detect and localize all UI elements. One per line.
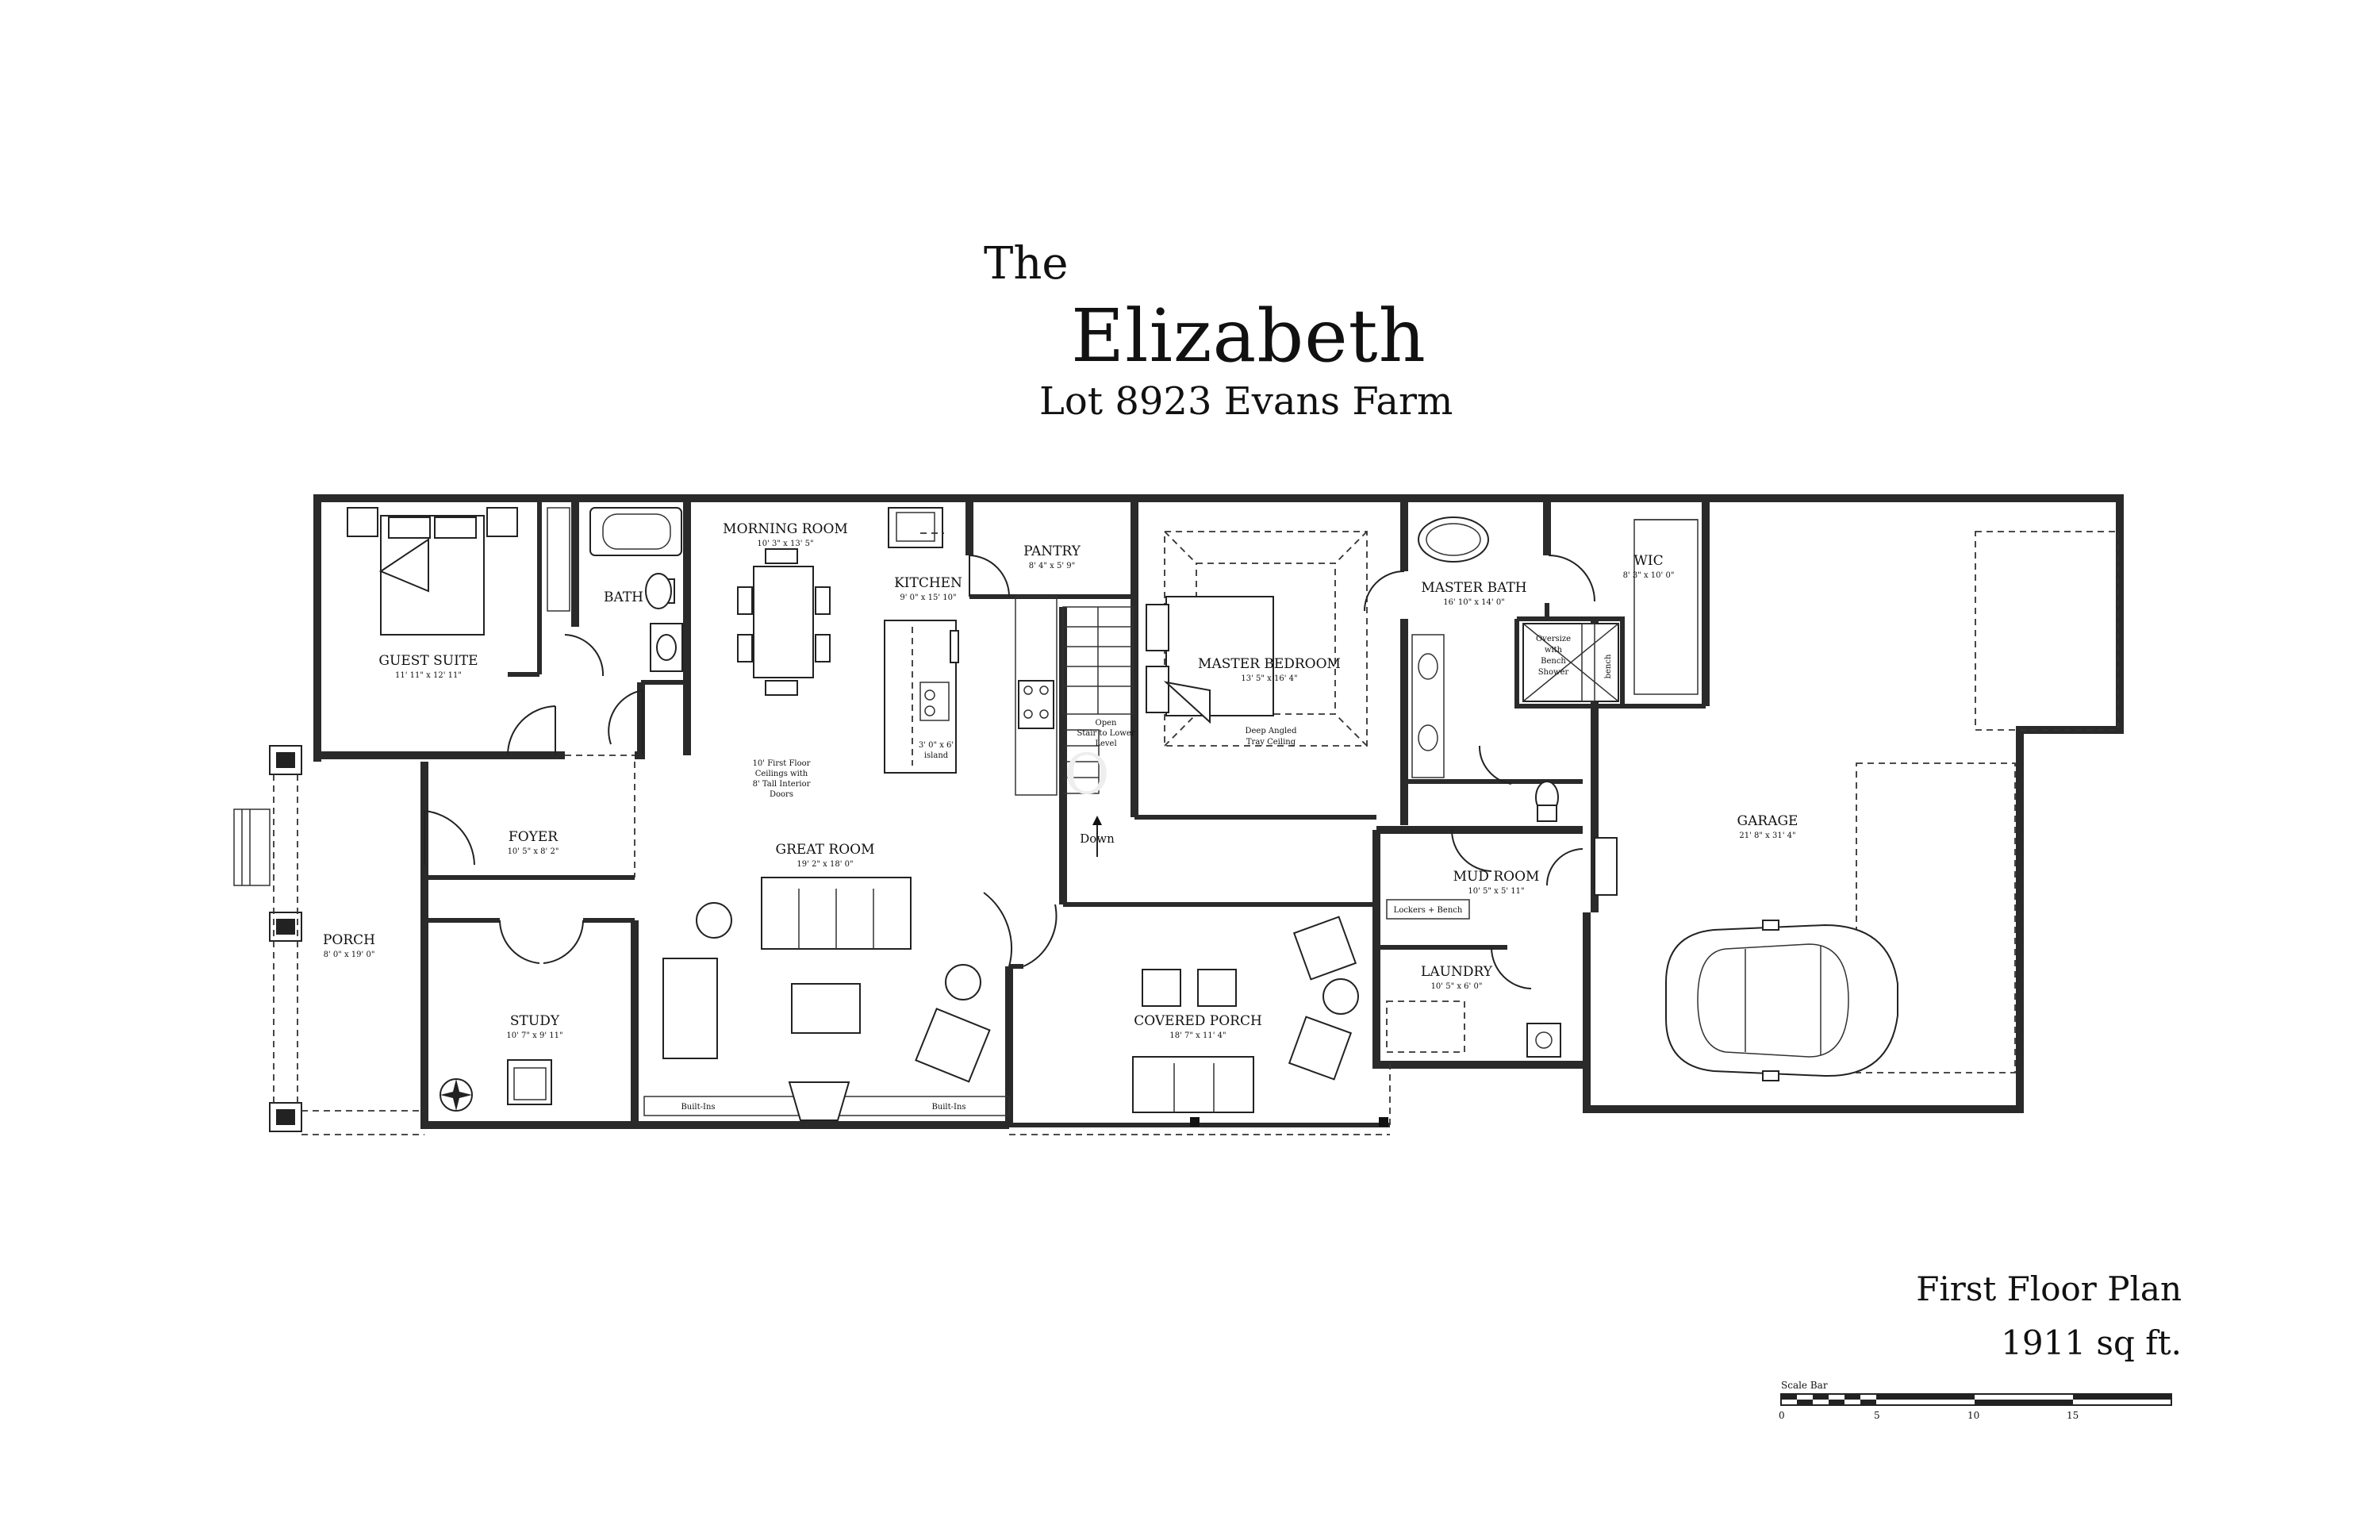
- scale-tick-5: 5: [1874, 1410, 1880, 1421]
- label-guest-suite: GUEST SUITE: [378, 653, 478, 669]
- bath-fixtures: [564, 507, 683, 755]
- label-bath: BATH: [604, 590, 643, 605]
- scale-bar-label: Scale Bar: [1781, 1380, 1828, 1391]
- scale-tick-10: 10: [1967, 1410, 1979, 1421]
- dim-master-bedroom: 13' 5" x 16' 4": [1241, 674, 1297, 683]
- label-morning-room: MORNING ROOM: [723, 521, 848, 537]
- note-builtin-right: Built-Ins: [931, 1103, 965, 1112]
- label-kitchen: KITCHEN: [894, 575, 962, 591]
- note-tray-2: Tray Ceiling: [1246, 738, 1296, 747]
- label-porch: PORCH: [323, 932, 375, 948]
- dim-great-room: 19' 2" x 18' 0": [797, 860, 853, 869]
- dim-study: 10' 7" x 9' 11": [506, 1031, 562, 1040]
- dim-garage: 21' 8" x 31' 4": [1739, 831, 1795, 840]
- label-great-room: GREAT ROOM: [776, 842, 875, 858]
- title-lot: Lot 8923 Evans Farm: [1039, 379, 1453, 424]
- stairs: [1062, 606, 1134, 857]
- dim-mud-room: 10' 5" x 5' 11": [1468, 887, 1524, 896]
- plan-title: First Floor Plan: [1916, 1269, 2182, 1308]
- note-tray-1: Deep Angled: [1245, 727, 1297, 735]
- note-ceilings-3: 8' Tall Interior: [753, 780, 811, 789]
- dim-wic: 8' 3" x 10' 0": [1623, 571, 1675, 580]
- dim-covered-porch: 18' 7" x 11' 4": [1169, 1031, 1226, 1040]
- note-bench: bench: [1604, 654, 1613, 678]
- car: [1665, 920, 1898, 1081]
- label-pantry: PANTRY: [1023, 543, 1081, 559]
- title-plan-name: Elizabeth: [1071, 294, 1426, 378]
- mud-laundry-fixtures: [1386, 829, 1618, 1058]
- note-stair-3: Level: [1095, 739, 1116, 748]
- note-shower-3: Bench: [1541, 657, 1566, 666]
- great-room-furniture: [643, 877, 1058, 1121]
- dim-master-bath: 16' 10" x 14' 0": [1443, 598, 1505, 607]
- label-mud-room: MUD ROOM: [1453, 869, 1540, 885]
- plan-square-footage: 1911 sq ft.: [2001, 1323, 2182, 1362]
- covered-porch-furniture: [1132, 916, 1359, 1113]
- dim-foyer: 10' 5" x 8' 2": [508, 847, 559, 856]
- label-covered-porch: COVERED PORCH: [1134, 1013, 1262, 1029]
- label-master-bedroom: MASTER BEDROOM: [1198, 656, 1341, 672]
- scale-bar: [1780, 1393, 2172, 1406]
- label-wic: WIC: [1633, 553, 1663, 569]
- garage-contents: [1665, 531, 2119, 1081]
- dim-laundry: 10' 5" x 6' 0": [1431, 982, 1483, 991]
- dim-morning-room: 10' 3" x 13' 5": [757, 540, 813, 548]
- note-island-1: 3' 0" x 6': [919, 741, 954, 750]
- note-ceilings-1: 10' First Floor: [753, 759, 811, 768]
- dim-guest-suite: 11' 11" x 12' 11": [395, 671, 462, 680]
- guest-suite-furniture: [347, 507, 570, 756]
- note-shower-4: Shower: [1538, 668, 1569, 677]
- foyer-study-furniture: [424, 810, 584, 1112]
- note-shower-1: Oversize: [1536, 635, 1571, 643]
- note-stair-2: Stair to Lower: [1077, 729, 1134, 738]
- note-ceilings-2: Ceilings with: [755, 770, 808, 778]
- note-down: Down: [1080, 831, 1115, 846]
- title-the: The: [984, 238, 1069, 290]
- note-lockers: Lockers + Bench: [1394, 906, 1463, 915]
- label-garage: GARAGE: [1737, 813, 1798, 829]
- label-study: STUDY: [510, 1013, 560, 1029]
- scale-tick-15: 15: [2067, 1410, 2079, 1421]
- note-island-2: island: [924, 751, 949, 760]
- note-builtin-left: Built-Ins: [681, 1103, 715, 1112]
- kitchen-furniture: [737, 507, 1058, 796]
- note-ceilings-4: Doors: [770, 790, 793, 799]
- label-foyer: FOYER: [509, 829, 559, 845]
- covered-porch-structure: [1009, 1063, 1391, 1135]
- front-porch: [233, 745, 424, 1135]
- label-master-bath: MASTER BATH: [1421, 580, 1526, 596]
- master-bath-fixtures: [1364, 517, 1699, 822]
- master-bedroom-furniture: [1146, 531, 1368, 747]
- scale-tick-0: 0: [1779, 1410, 1785, 1421]
- label-laundry: LAUNDRY: [1421, 964, 1493, 980]
- faint-watermark: O: [1064, 742, 1109, 807]
- dim-pantry: 8' 4" x 5' 9": [1029, 562, 1076, 570]
- note-shower-2: with: [1545, 646, 1563, 655]
- dim-porch: 8' 0" x 19' 0": [324, 950, 375, 959]
- note-stair-1: Open: [1096, 719, 1118, 728]
- dim-kitchen: 9' 0" x 15' 10": [900, 593, 956, 602]
